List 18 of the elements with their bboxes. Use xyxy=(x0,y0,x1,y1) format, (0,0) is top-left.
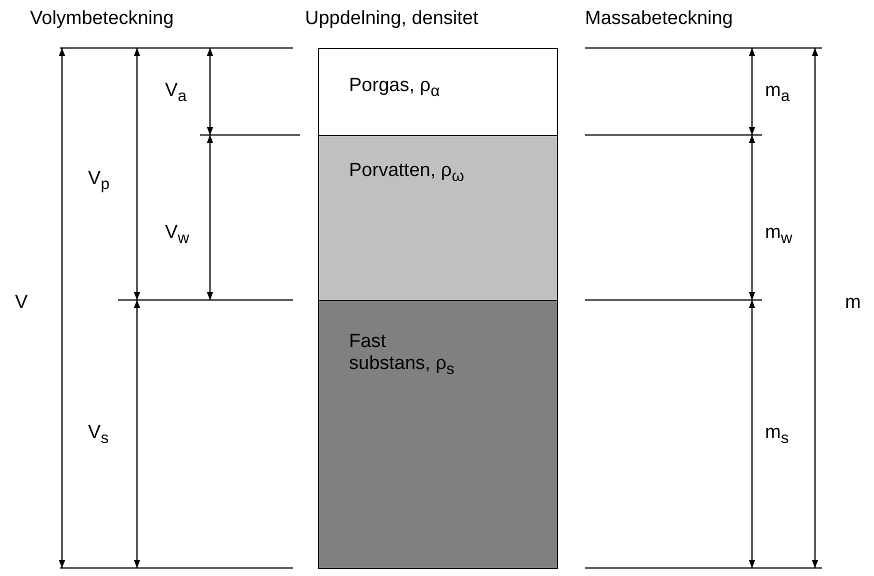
column-heading: Uppdelning, densitet xyxy=(305,8,478,30)
dimension-label: V$_{a}$ xyxy=(165,80,186,106)
layer-label: Fast substans, ρ$_{s}$ xyxy=(349,331,456,379)
layer-box xyxy=(318,135,558,301)
dimension-label: V$_{s}$ xyxy=(88,422,109,448)
dimension-label: V$_{w}$ xyxy=(165,222,190,248)
layer-box xyxy=(318,300,558,569)
layer-label: Porgas, ρ$_{α}$ xyxy=(349,75,441,101)
dimension-label: V xyxy=(15,292,28,314)
dimension-label: m$_{w}$ xyxy=(765,222,792,248)
dimension-label: V$_{p}$ xyxy=(88,168,110,194)
dimension-label: m$_{s}$ xyxy=(765,422,789,448)
dimension-label: m xyxy=(845,292,861,314)
column-heading: Volymbeteckning xyxy=(30,8,174,30)
layer-label: Porvatten, ρ$_{ω}$ xyxy=(349,160,466,186)
column-heading: Massabeteckning xyxy=(585,8,733,30)
layer-box xyxy=(318,48,558,136)
dimension-label: m$_{a}$ xyxy=(765,80,790,106)
